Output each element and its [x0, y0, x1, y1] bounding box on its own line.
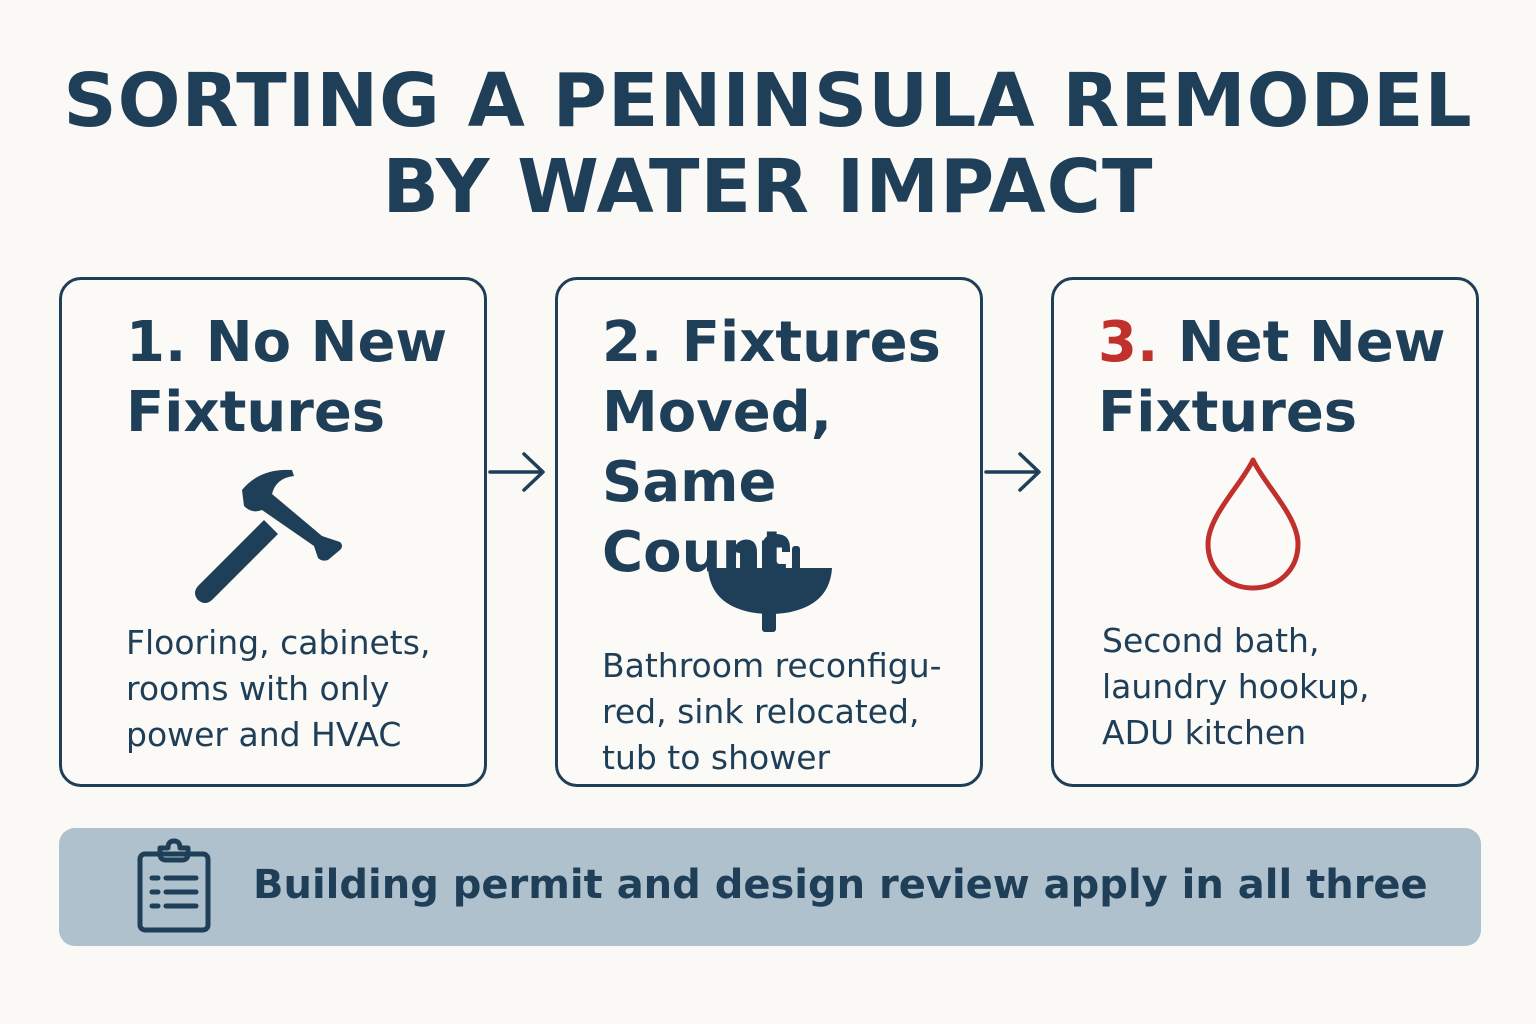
card-number: 1.	[126, 310, 187, 375]
clipboard-icon	[137, 838, 211, 933]
card-number: 3.	[1098, 310, 1159, 375]
card-title-line-1: Net New	[1177, 310, 1446, 375]
category-card-no-new-fixtures: 1. No New Fixtures Flooring, cabinets, r…	[59, 277, 487, 787]
page-title: SORTING A PENINSULA REMODEL BY WATER IMP…	[0, 58, 1536, 230]
card-number: 2.	[602, 310, 663, 375]
category-card-fixtures-moved: 2. Fixtures Moved, Same Count Bathroom r…	[555, 277, 983, 787]
arrow-right-icon	[488, 452, 545, 492]
title-line-1: SORTING A PENINSULA REMODEL	[63, 58, 1473, 144]
card-title-line-2: Moved,	[602, 380, 833, 445]
title-line-2: BY WATER IMPACT	[382, 144, 1154, 230]
hammer-icon	[195, 469, 342, 603]
card-title: 1. No New Fixtures	[126, 308, 464, 448]
card-description: Flooring, cabinets, rooms with only powe…	[126, 623, 431, 754]
card-description: Bathroom reconfigu- red, sink relocated,…	[602, 646, 942, 777]
category-card-net-new-fixtures: 3. Net New Fixtures Second bath, laundry…	[1051, 277, 1479, 787]
card-description: Second bath, laundry hookup, ADU kitchen	[1102, 621, 1370, 752]
arrow-right-icon	[984, 452, 1041, 492]
card-title: 3. Net New Fixtures	[1098, 308, 1456, 448]
card-title-line-2: Fixtures	[126, 380, 386, 445]
card-title-line-2: Fixtures	[1098, 380, 1358, 445]
sink-icon	[708, 534, 832, 632]
footer-banner: Building permit and design review apply …	[59, 828, 1481, 946]
card-title: 2. Fixtures Moved, Same Count	[602, 308, 960, 588]
card-title-line-1: No New	[205, 310, 448, 375]
water-drop-icon	[1205, 457, 1301, 591]
card-title-line-1: Fixtures	[681, 310, 941, 375]
banner-text: Building permit and design review apply …	[253, 862, 1428, 908]
